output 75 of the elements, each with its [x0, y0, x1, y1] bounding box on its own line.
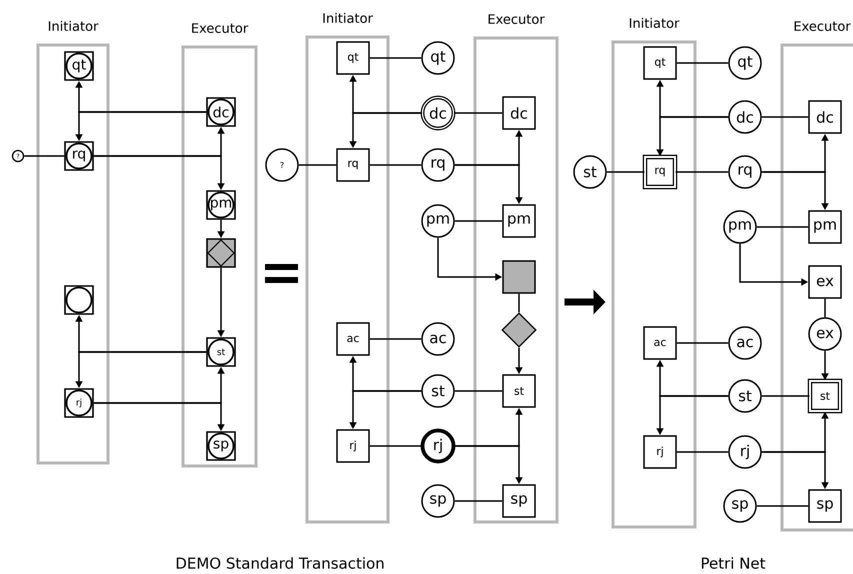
square-node: pm — [502, 204, 536, 238]
node-label: Initiator — [630, 18, 680, 28]
square-node: sp — [808, 489, 842, 523]
connector-line — [454, 500, 502, 502]
circle-node: rj — [420, 428, 456, 464]
connector-line — [370, 338, 422, 340]
square-node: st — [502, 374, 536, 408]
circle-node: dc — [420, 96, 456, 130]
circle-node: st — [421, 374, 455, 408]
circle-node: ac — [728, 326, 762, 360]
node-label: Executor — [192, 23, 248, 33]
square-node: st — [808, 378, 842, 414]
circle-node: pm — [421, 204, 455, 238]
connector-line — [298, 164, 336, 166]
circle-node: sp — [723, 489, 757, 523]
node-label: Initiator — [323, 12, 373, 23]
square-node: sp — [502, 484, 536, 518]
connector-line — [454, 112, 502, 114]
connector-line — [762, 395, 810, 397]
connector-line — [756, 505, 808, 507]
square-node: rq — [336, 148, 370, 182]
square-node: qt — [643, 46, 677, 80]
square-node: rj — [643, 435, 677, 469]
connector-line — [824, 298, 826, 318]
square-node: sp — [206, 431, 236, 461]
circle-node: dc — [728, 100, 762, 134]
square-node — [206, 238, 236, 268]
circle-node: qt — [421, 41, 455, 75]
connector-line — [676, 171, 728, 173]
connector-line — [454, 220, 502, 222]
connector-line — [762, 116, 808, 118]
connector-line — [606, 171, 644, 173]
square-node: rq — [64, 141, 94, 171]
square-node: ac — [643, 326, 677, 360]
circle-node: ex — [808, 317, 842, 351]
square-node: rq — [642, 154, 678, 190]
square-node: pm — [808, 210, 842, 244]
caption-text: DEMO Standard Transaction — [176, 557, 384, 569]
square-node: dc — [502, 96, 536, 130]
connector-line — [518, 294, 520, 312]
square-node: dc — [206, 97, 236, 127]
square-node — [64, 285, 94, 315]
connector-line — [676, 62, 728, 64]
square-node: qt — [64, 51, 94, 81]
square-node: st — [206, 337, 236, 367]
connector-line — [454, 390, 502, 392]
circle-node: ? — [265, 148, 299, 182]
connector-line — [370, 445, 422, 447]
node-label: Executor — [794, 21, 851, 31]
connector-line — [676, 342, 728, 344]
circle-node: rq — [728, 155, 762, 189]
connector-line — [370, 164, 422, 166]
square-node: pm — [206, 190, 236, 220]
square-node: ex — [808, 265, 842, 299]
square-node: ac — [336, 322, 370, 356]
circle-node: pm — [723, 210, 757, 244]
circle-node: sp — [421, 484, 455, 518]
circle-node: st — [573, 155, 607, 189]
connector-line — [676, 451, 728, 453]
connector-line — [24, 155, 64, 157]
circle-node: st — [728, 379, 762, 413]
circle-node: rq — [421, 148, 455, 182]
node-label: Executor — [488, 14, 545, 24]
caption-text: Petri Net — [702, 557, 766, 569]
connector-line — [370, 57, 422, 59]
circle-node: rj — [728, 435, 762, 469]
square-node: dc — [808, 100, 842, 134]
square-node: rj — [64, 388, 94, 418]
circle-node: ac — [421, 322, 455, 356]
connector-line — [756, 226, 808, 228]
square-node: qt — [336, 41, 370, 75]
circle-node: qt — [728, 46, 762, 80]
node-label: Initiator — [48, 20, 98, 31]
square-node: rj — [336, 429, 370, 463]
square-node — [502, 260, 536, 294]
